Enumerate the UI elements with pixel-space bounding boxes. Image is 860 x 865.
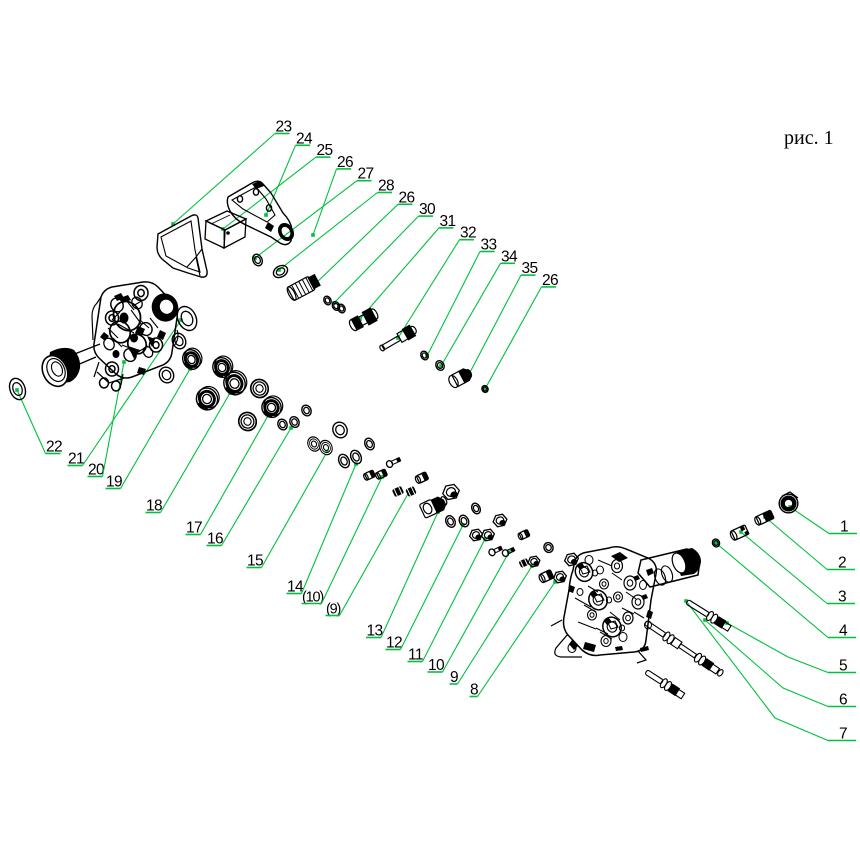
svg-text:3: 3 [838,589,846,606]
svg-text:рис. 1: рис. 1 [784,127,834,149]
svg-text:16: 16 [207,531,223,548]
svg-text:34: 34 [501,248,518,265]
svg-text:9: 9 [450,669,458,686]
svg-text:30: 30 [419,201,436,218]
svg-text:28: 28 [378,178,394,195]
svg-text:7: 7 [839,726,847,743]
svg-text:6: 6 [839,692,847,709]
svg-text:24: 24 [296,130,313,147]
svg-text:2: 2 [838,555,846,572]
svg-text:23: 23 [276,119,292,136]
svg-text:14: 14 [287,579,304,596]
svg-text:15: 15 [247,553,263,570]
svg-text:4: 4 [839,623,848,640]
svg-text:17: 17 [186,520,202,537]
svg-text:8: 8 [470,682,478,699]
svg-text:20: 20 [88,462,105,479]
svg-text:1: 1 [840,519,848,536]
svg-text:13: 13 [367,623,383,640]
svg-text:5: 5 [839,658,847,675]
svg-text:33: 33 [481,237,497,254]
svg-text:11: 11 [408,647,423,664]
svg-text:26: 26 [337,154,353,171]
svg-text:31: 31 [440,213,456,230]
svg-text:22: 22 [46,439,62,456]
svg-text:27: 27 [358,166,374,183]
svg-text:(10): (10) [302,590,323,606]
svg-text:19: 19 [106,474,122,491]
svg-text:10: 10 [428,657,445,674]
svg-text:26: 26 [399,189,415,206]
svg-text:18: 18 [146,498,162,515]
svg-text:32: 32 [460,225,476,242]
svg-text:35: 35 [522,260,538,277]
svg-text:25: 25 [317,142,333,159]
svg-text:(9): (9) [326,602,340,618]
svg-text:26: 26 [542,272,558,289]
svg-text:21: 21 [68,451,84,468]
svg-text:12: 12 [386,635,402,652]
